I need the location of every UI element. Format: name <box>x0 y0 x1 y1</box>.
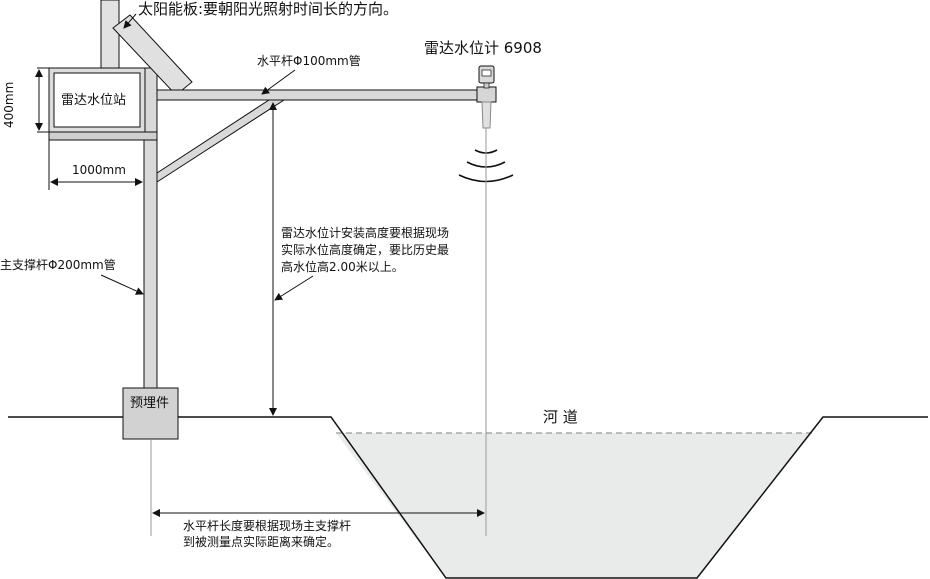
height-dimension-label: 400mm <box>2 81 16 128</box>
install-note-leader <box>274 275 314 301</box>
length-note: 水平杆长度要根据现场主支撑杆 到被测量点实际距离来确定。 <box>183 519 352 549</box>
ground-line <box>8 416 928 579</box>
solar-panel <box>112 14 193 96</box>
radar-gauge-label: 雷达水位计 6908 <box>424 39 542 57</box>
solar-mount-post <box>100 0 120 69</box>
install-height-note: 雷达水位计安装高度要根据现场 实际水位高度确定，要比历史最 高水位高2.00米以… <box>281 226 450 274</box>
station-box-inner <box>53 72 141 128</box>
mainpole-leader <box>100 274 144 295</box>
river-water <box>336 433 812 578</box>
horizontal-pole <box>156 89 480 101</box>
station-label: 雷达水位站 <box>61 93 127 108</box>
radar-horn <box>481 101 492 129</box>
station-shelf <box>48 131 158 141</box>
solar-leader <box>123 13 137 29</box>
river-label: 河 道 <box>543 408 578 426</box>
solar-panel-label: 太阳能板:要朝阳光照射时间长的方向。 <box>138 0 399 18</box>
main-pole <box>143 67 158 389</box>
horizontal-pole-label: 水平杆Φ100mm管 <box>257 54 361 68</box>
embedded-part-label: 预埋件 <box>130 396 170 411</box>
hpole-leader <box>261 69 296 95</box>
embedded-part <box>122 387 179 440</box>
width-dimension-label: 1000mm <box>72 163 126 177</box>
diagonal-brace <box>156 99 286 183</box>
main-pole-label: 主支撑杆Φ200mm管 <box>0 258 116 272</box>
radar-mount-block <box>476 86 497 103</box>
